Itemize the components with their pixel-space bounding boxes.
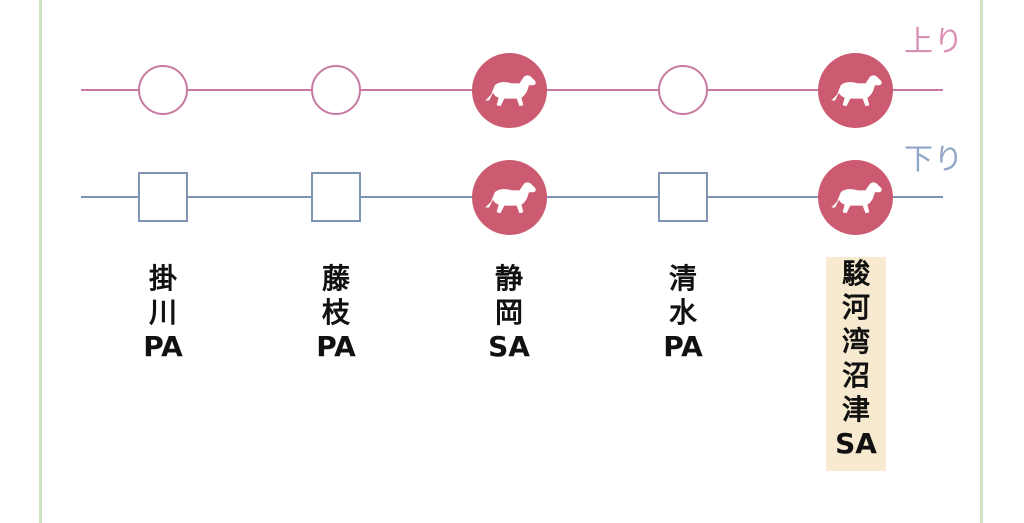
node-up-shimizu[interactable]	[658, 65, 708, 115]
station-type: PA	[316, 330, 356, 363]
station-type: SA	[835, 427, 877, 460]
node-up-surugawan-numazu[interactable]	[818, 53, 893, 128]
node-up-kakegawa[interactable]	[138, 65, 188, 115]
station-type: SA	[488, 330, 530, 363]
node-up-fujieda[interactable]	[311, 65, 361, 115]
station-char: 静	[494, 262, 523, 295]
station-char: 津	[841, 393, 870, 426]
node-down-shizuoka[interactable]	[472, 160, 547, 235]
station-char: 湾	[841, 325, 870, 358]
dog-icon	[484, 74, 536, 106]
station-char: 清	[668, 262, 697, 295]
panel-border-right	[980, 0, 983, 523]
station-char: 枝	[321, 296, 350, 329]
panel-border-left	[39, 0, 42, 523]
direction-label-down: 下り	[904, 142, 965, 176]
node-down-fujieda[interactable]	[311, 172, 361, 222]
station-type: PA	[663, 330, 703, 363]
station-char: 掛	[148, 262, 177, 295]
station-type: PA	[143, 330, 183, 363]
station-label-kakegawa[interactable]: 掛 川 PA	[118, 262, 208, 364]
station-char: 水	[668, 296, 697, 329]
station-char: 沼	[841, 359, 870, 392]
station-char: 駿	[841, 257, 870, 290]
station-label-shimizu[interactable]: 清 水 PA	[638, 262, 728, 364]
station-label-surugawan-numazu[interactable]: 駿 河 湾 沼 津 SA	[826, 257, 886, 471]
station-char: 川	[148, 296, 177, 329]
dog-icon	[830, 181, 882, 213]
station-char: 河	[841, 291, 870, 324]
node-up-shizuoka[interactable]	[472, 53, 547, 128]
station-char: 藤	[321, 262, 350, 295]
station-label-shizuoka[interactable]: 静 岡 SA	[464, 262, 554, 364]
node-down-surugawan-numazu[interactable]	[818, 160, 893, 235]
node-down-kakegawa[interactable]	[138, 172, 188, 222]
station-char: 岡	[494, 296, 523, 329]
node-down-shimizu[interactable]	[658, 172, 708, 222]
dog-icon	[484, 181, 536, 213]
station-label-fujieda[interactable]: 藤 枝 PA	[291, 262, 381, 364]
dog-icon	[830, 74, 882, 106]
direction-label-up: 上り	[904, 24, 965, 58]
